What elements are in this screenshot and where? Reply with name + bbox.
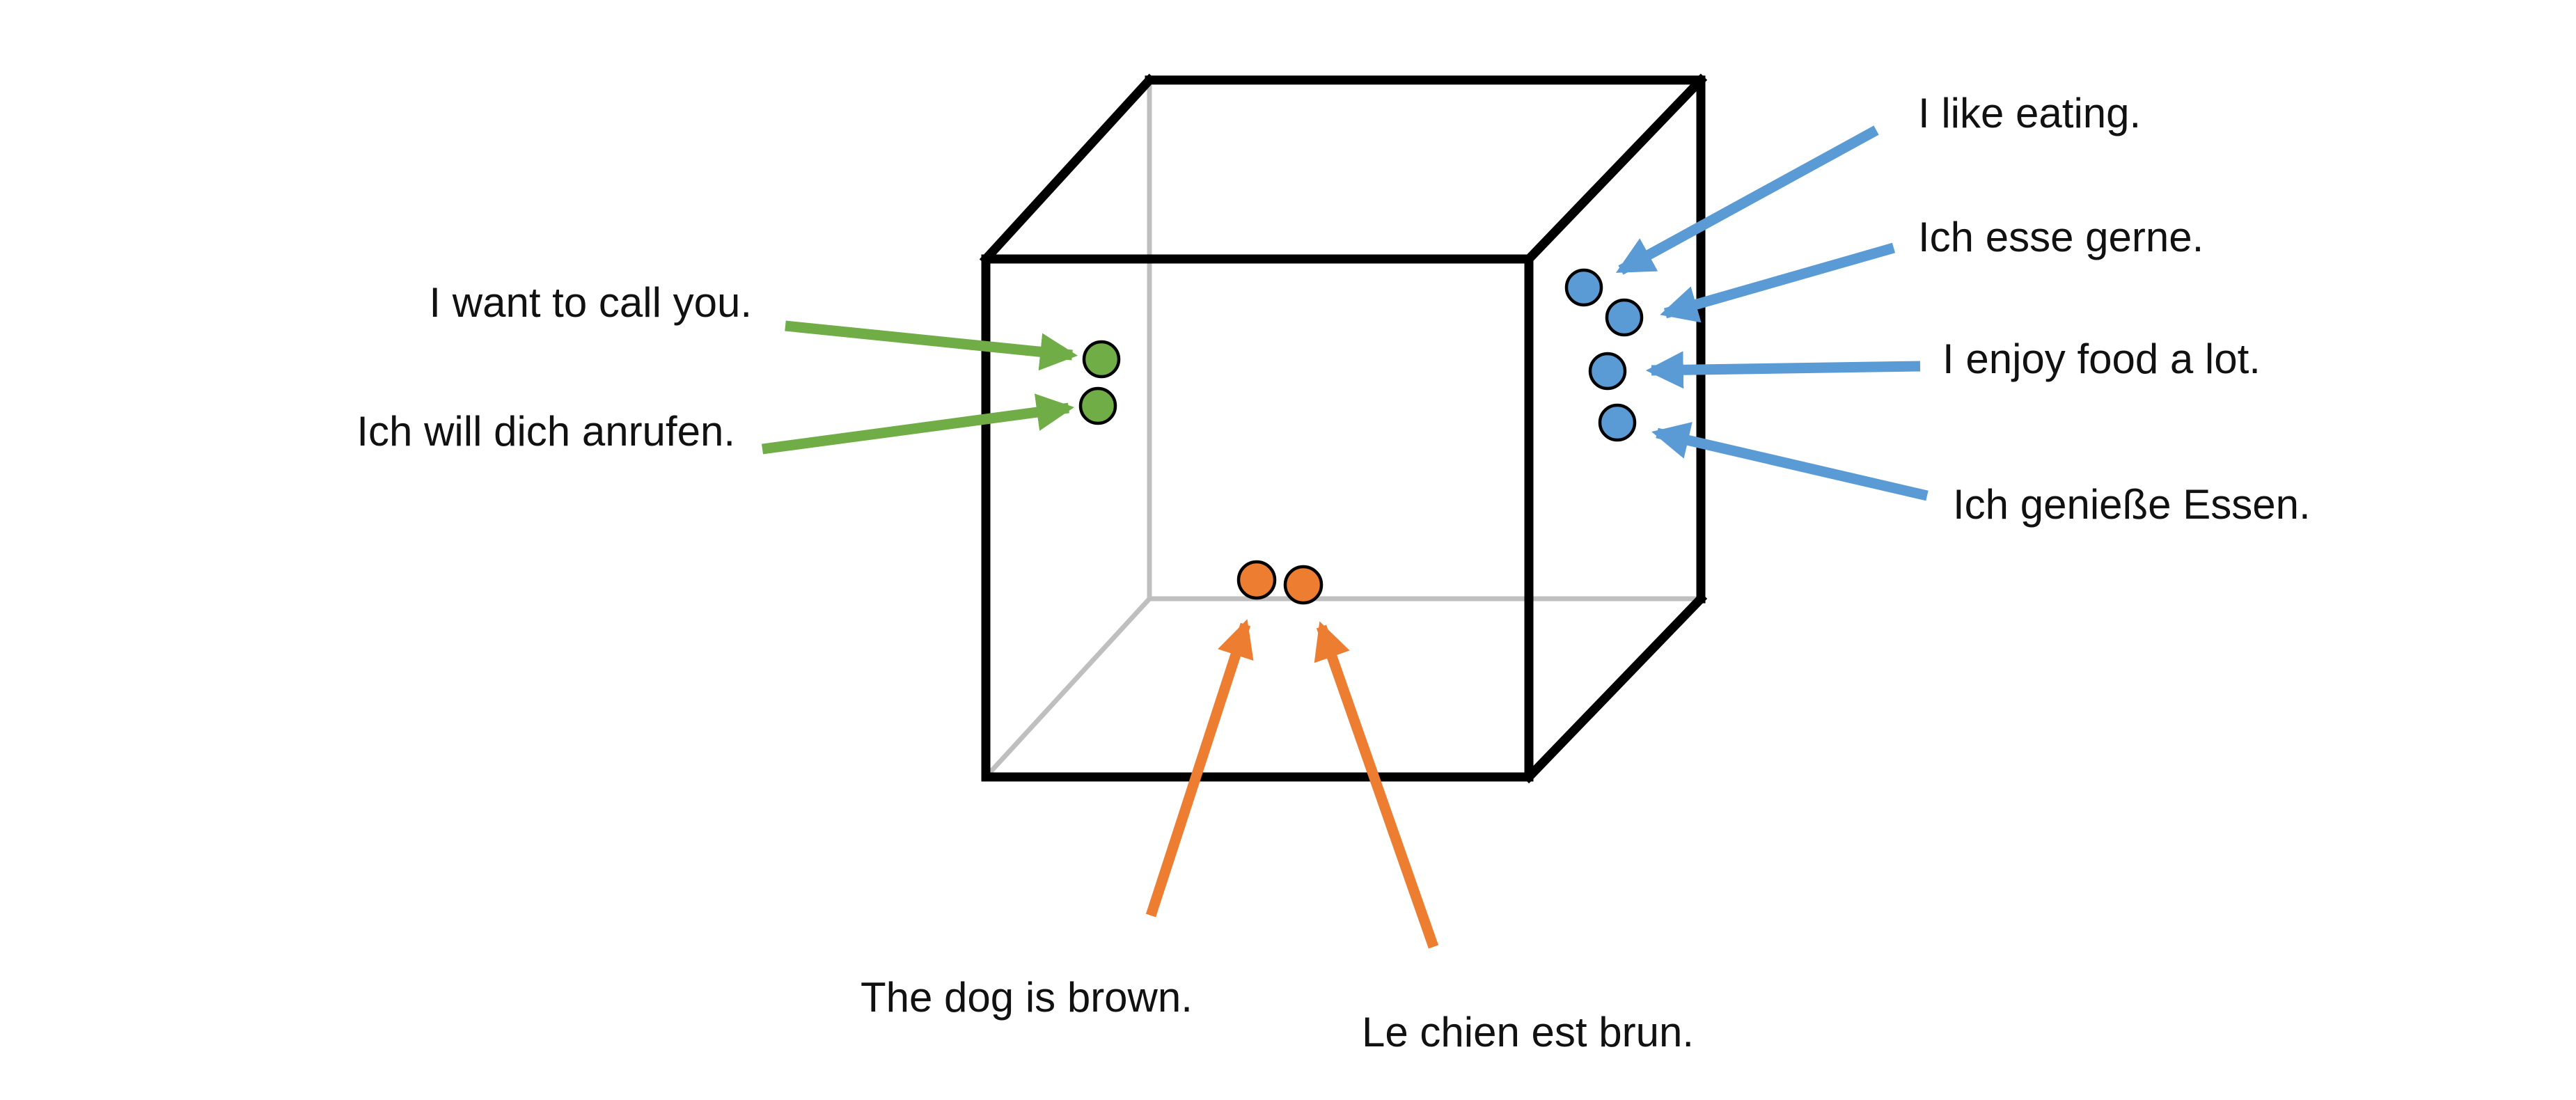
arrow-dog-fr (1314, 621, 1439, 949)
dot-orange-2 (1283, 565, 1324, 605)
cube-hidden-edges (984, 85, 1701, 779)
label-dog-fr: Le chien est brun. (1362, 1009, 1694, 1055)
label-eating-de1: Ich esse gerne. (1918, 214, 2204, 260)
arrow-call-en (785, 320, 1078, 371)
dot-blue-1 (1564, 268, 1603, 307)
arrow-eat-de1 (1660, 242, 1896, 323)
dot-orange-1 (1236, 560, 1277, 600)
label-eating-en2: I enjoy food a lot. (1942, 336, 2261, 382)
arrow-eat-en1 (1615, 125, 1879, 275)
dot-blue-4 (1598, 403, 1637, 442)
dot-green-1 (1082, 340, 1121, 379)
cube-bottom-left-depth-edge (984, 597, 1152, 779)
dot-blue-2 (1605, 298, 1644, 337)
cube-top-right-depth-edge (1522, 73, 1708, 266)
dot-blue-3 (1588, 352, 1627, 391)
cube-front-face (981, 254, 1534, 782)
dots-orange-cluster (1236, 560, 1324, 605)
arrows-blue (1615, 125, 1929, 501)
cube-top-left-depth-edge (979, 73, 1156, 266)
cube-bottom-right-depth-edge (1522, 592, 1708, 784)
label-eating-de2: Ich genieße Essen. (1953, 481, 2311, 528)
dot-green-2 (1078, 386, 1117, 425)
cube-visible-edges (979, 73, 1708, 784)
arrow-call-de (762, 393, 1075, 455)
label-eating-en1: I like eating. (1918, 90, 2142, 136)
arrow-eat-de2 (1651, 422, 1929, 501)
label-call-de: Ich will dich anrufen. (356, 408, 735, 455)
label-call-en: I want to call you. (429, 279, 752, 326)
label-dog-en: The dog is brown. (861, 974, 1193, 1021)
dots-blue-cluster (1564, 268, 1644, 442)
arrow-dog-en (1145, 619, 1254, 918)
arrows-green (762, 320, 1078, 455)
arrow-eat-en2 (1645, 351, 1921, 389)
dots-green-cluster (1078, 340, 1121, 425)
arrows-orange (1145, 619, 1439, 949)
